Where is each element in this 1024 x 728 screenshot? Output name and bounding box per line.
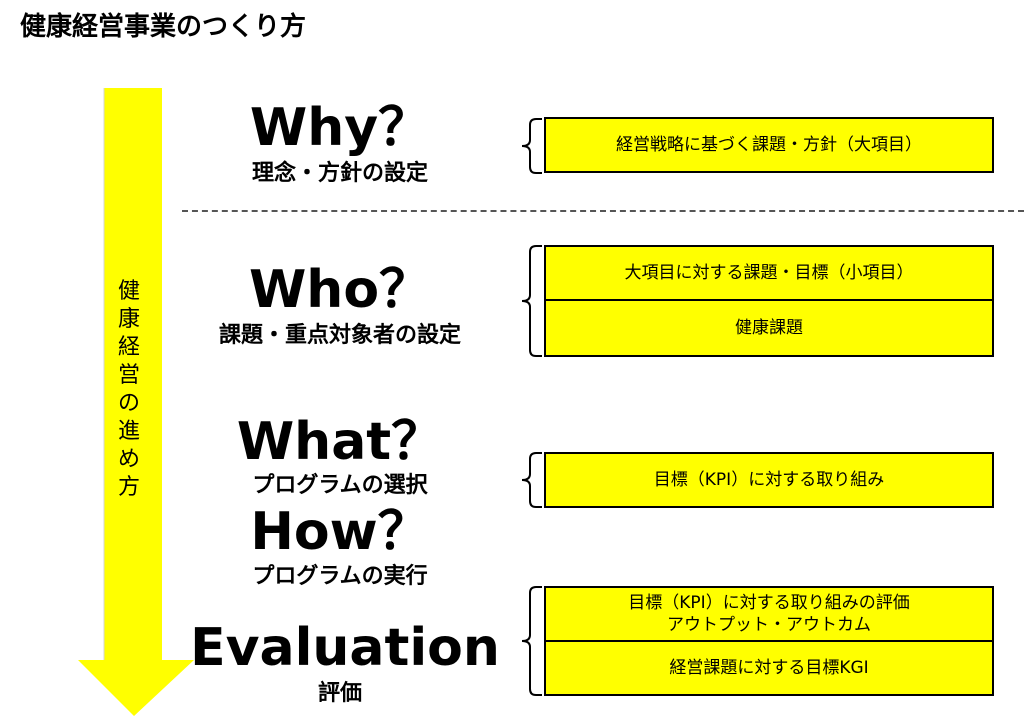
- brace-what: [521, 452, 542, 508]
- stage-evaluation-items: 目標（KPI）に対する取り組みの評価 アウトプット・アウトカム 経営課題に対する…: [544, 586, 994, 696]
- stage-who-heading: Who？: [248, 260, 432, 320]
- stage-who-item-1: 健康課題: [544, 301, 994, 357]
- stage-evaluation-item-1: 経営課題に対する目標KGI: [544, 642, 994, 696]
- stage-how-heading: How？: [250, 502, 430, 562]
- stage-who-subheading: 課題・重点対象者の設定: [218, 323, 461, 348]
- page-title: 健康経営事業のつくり方: [20, 12, 307, 42]
- stage-what-item-0: 目標（KPI）に対する取り組み: [544, 452, 994, 508]
- stage-who-item-0: 大項目に対する課題・目標（小項目）: [544, 245, 994, 301]
- stage-how-subheading: プログラムの実行: [252, 564, 428, 589]
- brace-who: [521, 245, 542, 357]
- brace-evaluation: [521, 586, 542, 696]
- brace-why: [521, 118, 542, 174]
- stage-what-subheading: プログラムの選択: [252, 473, 428, 498]
- divider-line: [182, 210, 1024, 212]
- down-arrow: [78, 88, 194, 716]
- stage-who-items: 大項目に対する課題・目標（小項目） 健康課題: [544, 245, 994, 357]
- stage-why-subheading: 理念・方針の設定: [251, 161, 428, 186]
- stage-why-item-0: 経営戦略に基づく課題・方針（大項目）: [544, 117, 994, 173]
- stage-evaluation-item-0: 目標（KPI）に対する取り組みの評価 アウトプット・アウトカム: [544, 586, 994, 642]
- stage-evaluation-subheading: 評価: [317, 681, 362, 706]
- stage-evaluation-heading: Evaluation: [190, 618, 500, 678]
- stage-what-heading: What？: [236, 412, 444, 472]
- arrow-label: 健康経営の進め方: [117, 279, 140, 500]
- stage-why-heading: Why？: [249, 98, 431, 158]
